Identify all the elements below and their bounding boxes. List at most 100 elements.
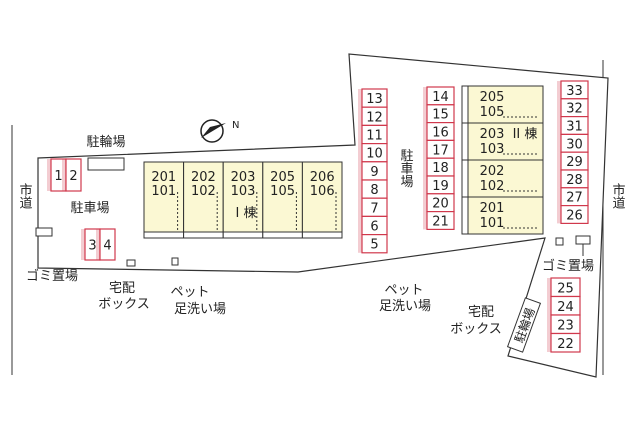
parking-space-number: 17 <box>432 143 449 158</box>
parking-space-7: 7 <box>358 197 388 217</box>
parking-space-25: 25 <box>547 277 581 298</box>
building-2-label: II 棟 <box>513 127 538 142</box>
parking-space-number: 1 <box>54 169 62 184</box>
parking-space-number: 27 <box>566 191 583 206</box>
parking-space-11: 11 <box>358 124 388 145</box>
unit-number-upper: 202 <box>480 164 505 179</box>
garbage-left-label: ゴミ置場 <box>26 268 78 284</box>
parking-space-number: 15 <box>432 108 449 123</box>
unit-number-upper: 203 <box>231 170 256 185</box>
north-arrow-icon: N <box>200 119 239 143</box>
parking-space-30: 30 <box>557 133 589 153</box>
parking-space-number: 5 <box>370 238 378 253</box>
delivery-left-line2: ボックス <box>98 297 150 312</box>
parking-space-number: 11 <box>366 129 383 144</box>
parking-space-number: 33 <box>566 84 583 99</box>
unit-number-lower: 105 <box>480 105 505 120</box>
parking-space-number: 26 <box>566 209 583 224</box>
garbage-box-right <box>575 235 591 245</box>
unit-number-upper: 205 <box>480 90 505 105</box>
parking-space-12: 12 <box>358 106 388 126</box>
unit-number-upper: 206 <box>310 170 335 185</box>
parking-space-33: 33 <box>557 80 589 100</box>
parking-space-number: 22 <box>557 337 574 352</box>
unit-number-lower: 103 <box>231 184 256 199</box>
parking-space-number: 18 <box>432 161 449 176</box>
parking-space-number: 16 <box>432 126 449 141</box>
pet-wash-left-line1: ペット <box>170 285 209 300</box>
parking-space-24: 24 <box>547 295 581 316</box>
parking-space-10: 10 <box>358 143 388 163</box>
parking-space-18: 18 <box>423 157 455 177</box>
parking-space-6: 6 <box>358 215 388 236</box>
parking-space-number: 2 <box>69 169 77 184</box>
parking-space-13: 13 <box>358 88 388 108</box>
parking-space-number: 28 <box>566 173 583 188</box>
parking-space-29: 29 <box>557 151 589 171</box>
delivery-box-left <box>126 259 136 267</box>
unit-number-lower: 102 <box>191 184 216 199</box>
parking-space-number: 24 <box>557 300 574 315</box>
parking-space-17: 17 <box>423 139 455 159</box>
garbage-right-label: ゴミ置場 <box>542 258 594 274</box>
pet-wash-right-line1: ペット <box>384 283 423 298</box>
parking-space-number: 31 <box>566 120 583 135</box>
parking-space-28: 28 <box>557 169 589 189</box>
unit-number-upper: 201 <box>480 201 505 216</box>
parking-space-number: 30 <box>566 137 583 152</box>
svg-text:N: N <box>232 120 239 131</box>
parking-space-26: 26 <box>557 205 589 225</box>
unit-number-lower: 101 <box>151 184 176 199</box>
parking-center-label: 駐車場 <box>398 149 414 188</box>
parking-space-number: 4 <box>103 239 111 254</box>
bike-rack-top <box>87 157 125 171</box>
parking-space-number: 32 <box>566 102 583 117</box>
parking-space-number: 3 <box>88 239 96 254</box>
road-left-label: 市道 <box>17 182 33 209</box>
pet-wash-right <box>555 237 564 246</box>
unit-number-upper: 203 <box>480 127 505 142</box>
road-right-label: 市道 <box>610 182 626 209</box>
parking-space-number: 25 <box>557 281 574 296</box>
unit-number-lower: 102 <box>480 179 505 194</box>
unit-number-upper: 201 <box>151 170 176 185</box>
pet-wash-left-line2: 足洗い場 <box>174 302 226 317</box>
parking-space-number: 21 <box>432 215 449 230</box>
parking-space-31: 31 <box>557 115 589 135</box>
parking-space-22: 22 <box>547 332 581 353</box>
parking-space-number: 13 <box>366 92 383 107</box>
unit-number-upper: 202 <box>191 170 216 185</box>
delivery-right-line2: ボックス <box>450 322 502 337</box>
unit-number-lower: 101 <box>480 216 505 231</box>
parking-space-number: 14 <box>432 90 449 105</box>
parking-space-1: 1 <box>47 158 67 192</box>
parking-space-16: 16 <box>423 121 455 141</box>
parking-space-number: 19 <box>432 179 449 194</box>
bike-parking-top-label: 駐輪場 <box>86 134 125 150</box>
unit-number-upper: 205 <box>270 170 295 185</box>
parking-space-32: 32 <box>557 98 589 118</box>
parking-space-19: 19 <box>423 175 455 195</box>
parking-space-15: 15 <box>423 104 455 124</box>
parking-space-number: 10 <box>366 147 383 162</box>
parking-space-23: 23 <box>547 314 581 335</box>
pet-wash-right-line2: 足洗い場 <box>379 299 431 314</box>
parking-space-14: 14 <box>423 86 455 106</box>
parking-space-number: 6 <box>370 220 378 235</box>
parking-space-number: 23 <box>557 318 574 333</box>
parking-space-5: 5 <box>358 234 388 254</box>
parking-space-8: 8 <box>358 179 388 199</box>
parking-space-number: 20 <box>432 197 449 212</box>
parking-space-27: 27 <box>557 187 589 207</box>
unit-number-lower: 105 <box>270 184 295 199</box>
parking-space-4: 4 <box>96 228 116 261</box>
